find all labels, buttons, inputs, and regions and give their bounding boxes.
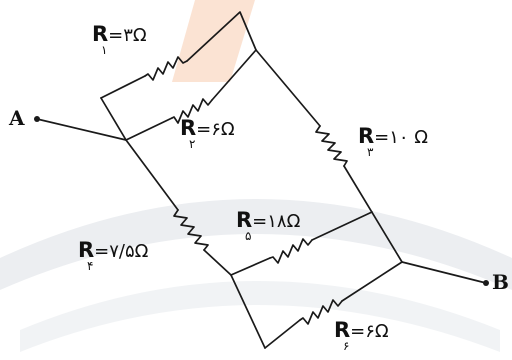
wire-r6-right	[341, 261, 403, 302]
watermark-orange-bar	[172, 0, 255, 82]
resistor-r3-letter: R	[358, 124, 375, 148]
resistor-r3-value: =۱۰ Ω	[374, 127, 429, 148]
wire-r2-left	[125, 117, 173, 141]
resistor-r6-zigzag	[299, 299, 343, 325]
wire-r2-right	[211, 49, 257, 101]
wire-r3-top	[255, 49, 321, 127]
resistor-r1-letter: R	[92, 22, 109, 46]
resistor-r3-zigzag	[315, 125, 348, 167]
watermark-gray-arc	[0, 199, 512, 290]
resistor-r3-subscript: ۳	[367, 145, 374, 159]
wire-lower-left-side	[230, 274, 266, 349]
wire-r4-bottom	[203, 249, 232, 276]
resistor-r1-subscript: ۱	[101, 43, 108, 57]
resistor-r4-subscript: ۴	[87, 259, 94, 273]
terminal-a-dot	[34, 116, 40, 122]
terminal-b-dot	[483, 280, 489, 286]
wire-r6-left	[264, 319, 301, 349]
resistor-r2-letter: R	[180, 116, 197, 140]
resistor-r2-value: =۶Ω	[196, 119, 235, 140]
wire-r1-left	[100, 75, 146, 99]
wire-r1-right	[186, 11, 257, 62]
wire-upper-left-side	[100, 97, 127, 141]
wire-r5-right	[311, 211, 373, 241]
wire-terminal-b	[401, 261, 487, 284]
resistor-r1-value: =۳Ω	[108, 25, 147, 46]
resistor-r6-letter: R	[334, 318, 351, 342]
resistor-r5-letter: R	[236, 208, 253, 232]
terminal-a-label: A	[9, 106, 25, 130]
resistor-r5-value: =۱۸Ω	[252, 211, 301, 232]
resistor-r5-subscript: ۵	[245, 229, 252, 243]
resistor-r4-zigzag	[173, 209, 209, 251]
wire-r3-bottom	[343, 165, 403, 263]
resistor-r6-subscript: ۶	[343, 339, 350, 353]
wire-terminal-a	[36, 118, 127, 141]
resistor-r4-value: =۷/۵Ω	[94, 241, 149, 262]
resistor-r4-letter: R	[78, 238, 95, 262]
resistor-r2-subscript: ۲	[189, 137, 196, 151]
resistor-r1-zigzag	[144, 56, 188, 81]
resistor-r2-zigzag	[171, 98, 213, 124]
resistor-r6-value: =۶Ω	[350, 321, 389, 342]
terminal-b-label: B	[492, 270, 509, 294]
resistor-r5-zigzag	[269, 238, 313, 264]
wire-r5-left	[230, 257, 271, 276]
watermark-gray-arc-lower	[20, 281, 500, 352]
wire-r4-top	[125, 139, 179, 211]
